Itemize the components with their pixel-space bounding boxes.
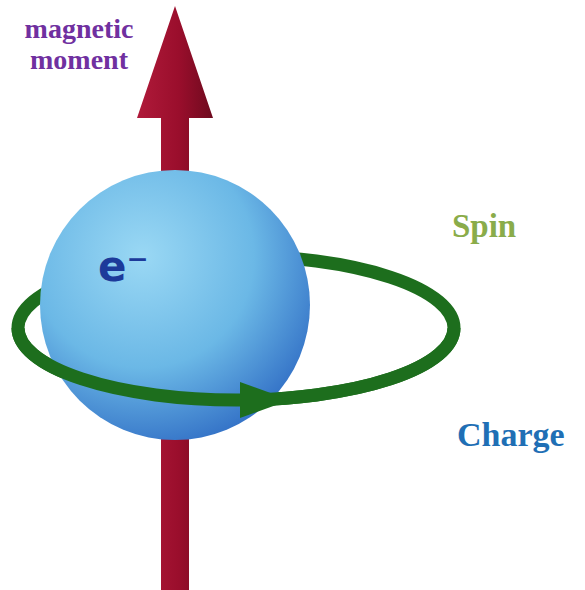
moment-label: magnetic moment	[4, 14, 154, 76]
particle-symbol: e⁻	[98, 242, 149, 291]
spin-arrowhead	[240, 382, 290, 418]
sphere-outline	[40, 170, 310, 440]
electron-sphere: e⁻	[40, 170, 310, 440]
spin-ring-front	[18, 328, 454, 400]
spin-label: Spin	[452, 208, 562, 244]
charge-label: Charge	[457, 416, 581, 453]
